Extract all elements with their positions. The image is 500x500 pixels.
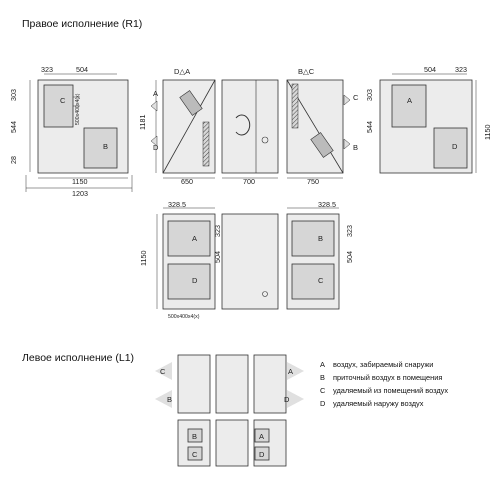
r1-view-right-face: 504 323 303 544 1150 A D [365,65,492,174]
dim-1181: 1181 [138,115,147,130]
dim-1150-b: 1150 [483,125,492,140]
flow-top-right: B△C [298,67,315,76]
title-left: Левое исполнение (L1) [22,352,134,364]
dim-504-a: 504 [76,65,88,74]
port-size-label-a: 500x400x4(x) [75,93,81,125]
dim-28-a: 28 [9,156,18,164]
middle-view-right: 328.5 323 504 B C [286,200,354,310]
letter-b-a: B [103,142,108,151]
legend-key-d: D [320,399,325,408]
port-d [433,127,468,169]
dim-544-a: 544 [9,121,18,133]
dim-700: 700 [243,177,255,186]
r1-view-center: 700 [221,79,279,186]
letter-d-b: D [452,142,458,151]
r1-view-section-right: 750 B△C C B [286,67,359,186]
letter-c-m: C [318,276,324,285]
dim-650: 650 [181,177,193,186]
l1-box-d: D [259,450,265,459]
l1-bottom-row: B C A D [177,419,287,467]
legend-text-c: удаляемый из помещений воздух [333,386,448,395]
letter-b-side: B [353,143,358,152]
letter-d-side: D [153,143,159,152]
dim-3285-b: 328.5 [318,200,336,209]
port-size-label-b: 500x400x4(x) [168,314,200,320]
dim-504-b: 504 [424,65,436,74]
dim-323-b: 323 [455,65,467,74]
legend-text-d: удаляемый наружу воздух [333,399,424,408]
legend-text-a: воздух, забираемый снаружи [333,360,433,369]
title-right: Правое исполнение (R1) [22,18,142,30]
dim-1150-c: 1150 [139,251,148,266]
letter-d-m: D [192,276,198,285]
letter-a-side: A [153,89,158,98]
letter-c-a: C [60,96,66,105]
l1-letter-c: C [160,367,166,376]
dim-1150-a: 1150 [72,177,87,186]
dim-323-c: 323 [213,225,222,237]
l1-letter-a: A [288,367,293,376]
letter-a-m: A [192,234,197,243]
legend-text-b: приточный воздух в помещения [333,373,442,382]
middle-view-left: 328.5 323 504 1150 A D 500x400x4(x) [139,200,222,320]
dim-3285-a: 328.5 [168,200,186,209]
middle-view-center [221,213,279,310]
legend: A воздух, забираемый снаружи B приточный… [320,360,448,408]
dim-504-c: 504 [213,251,222,263]
l1-letter-d: D [284,395,290,404]
letter-a-b: A [407,96,412,105]
port-b [83,127,118,169]
dim-504-d: 504 [345,251,354,263]
letter-c-side: C [353,93,359,102]
letter-b-m: B [318,234,323,243]
dim-323-a: 323 [41,65,53,74]
dim-303-a: 303 [9,89,18,101]
l1-letter-b: B [167,395,172,404]
r1-view-section-left: 1181 650 D△A A D [138,67,216,186]
l1-box-b: B [192,432,197,441]
legend-key-c: C [320,386,326,395]
l1-top-row: C B A D [155,354,304,414]
dim-544-b: 544 [365,121,374,133]
r1-view-left-face: 323 504 303 544 28 1150 1203 500x400x4(x… [9,65,133,198]
legend-key-b: B [320,373,325,382]
dim-323-d: 323 [345,225,354,237]
flow-top-left: D△A [174,67,190,76]
l1-box-c: C [192,450,198,459]
dim-303-b: 303 [365,89,374,101]
dim-750: 750 [307,177,319,186]
legend-key-a: A [320,360,325,369]
port-a [391,84,427,128]
dim-1203-a: 1203 [72,189,88,198]
port-c [43,84,74,128]
l1-box-a: A [259,432,264,441]
